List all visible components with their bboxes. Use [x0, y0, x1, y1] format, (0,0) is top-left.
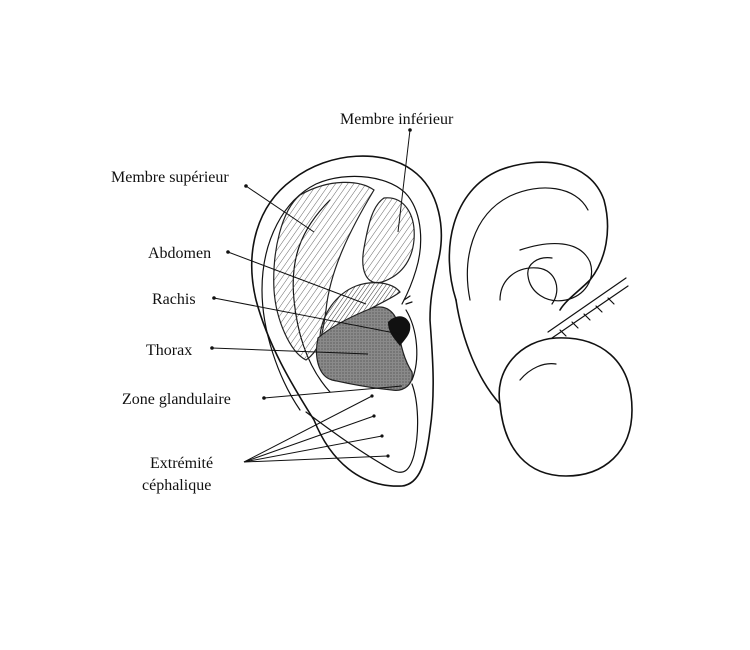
- leader-zone-glandulaire: [263, 385, 403, 399]
- label-membre-superieur: Membre supérieur: [111, 169, 229, 186]
- label-thorax: Thorax: [146, 342, 192, 359]
- fetus-limb: [519, 242, 593, 302]
- leader-extremite-2: [243, 415, 375, 463]
- fetus-face: [519, 363, 557, 381]
- fetus-back: [448, 161, 609, 311]
- fetus-limb-2: [499, 267, 558, 305]
- leader-extremite-3: [243, 435, 383, 463]
- leader-rachis: [213, 297, 401, 335]
- label-membre-inferieur: Membre inférieur: [340, 111, 454, 128]
- ear-helix-inner: [261, 175, 422, 411]
- ear-antitragus-mark: [403, 295, 413, 305]
- leader-membre-superieur: [245, 185, 315, 233]
- ear-helix-outer: [250, 155, 443, 487]
- fetus-spine: [466, 187, 589, 301]
- umbilical-cord-twist: [559, 297, 615, 337]
- leader-extremite-4: [243, 455, 389, 463]
- ear-tragus: [405, 309, 418, 381]
- label-extremite-line2: céphalique: [142, 477, 211, 494]
- label-zone-glandulaire: Zone glandulaire: [122, 391, 231, 408]
- leader-lines: [210, 128, 412, 463]
- thorax-zone: [315, 306, 413, 391]
- fetus-drawing: [448, 161, 633, 477]
- ear-lobe-inner: [305, 383, 419, 473]
- leader-abdomen: [227, 251, 367, 305]
- membre-inferieur-zone: [362, 197, 415, 284]
- leader-extremite-1: [243, 395, 373, 463]
- leader-membre-inferieur: [397, 129, 411, 233]
- leader-thorax: [211, 347, 369, 355]
- rachis-canal: [388, 316, 411, 346]
- label-rachis: Rachis: [152, 291, 196, 308]
- fetus-head: [498, 337, 633, 477]
- label-extremite-line1: Extrémité: [150, 455, 213, 472]
- label-abdomen: Abdomen: [148, 245, 211, 262]
- fetus-front: [455, 299, 501, 405]
- umbilical-cord: [547, 277, 629, 339]
